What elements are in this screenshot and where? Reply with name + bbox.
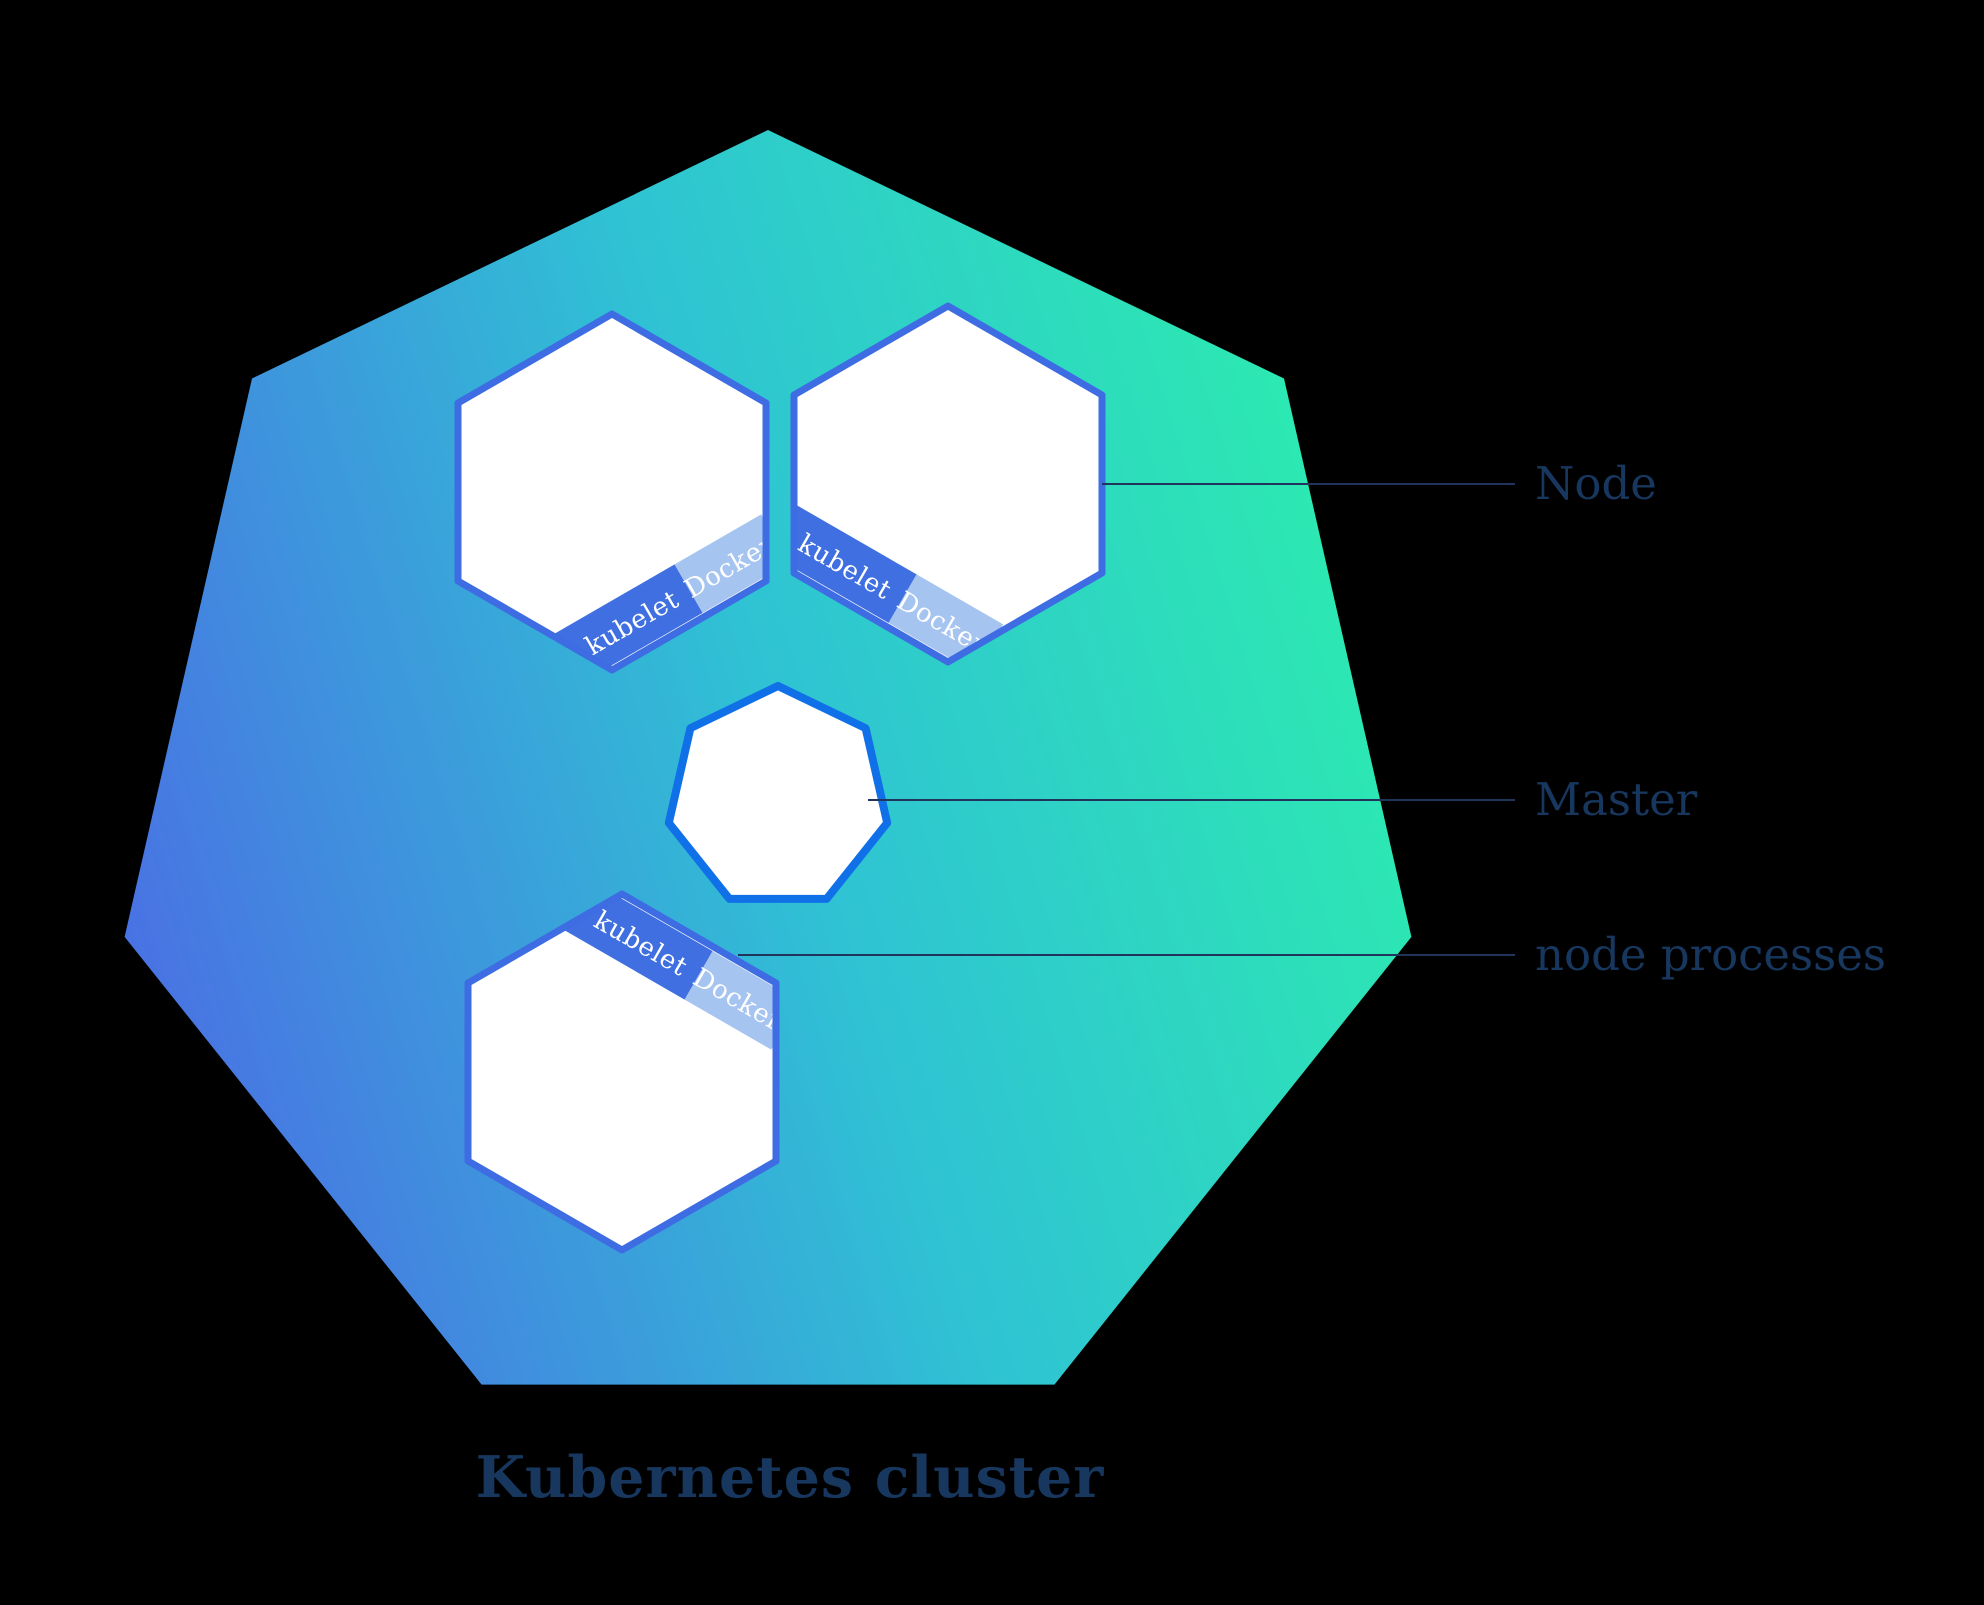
docker-band-segment	[674, 514, 766, 613]
node-hexagon-bottom: kubelet Docker	[464, 890, 780, 1254]
kubelet-band-segment	[794, 482, 917, 623]
node-hexagon-outline	[790, 302, 1106, 666]
master-heptagon	[664, 682, 892, 903]
node-hexagon-outline	[464, 890, 780, 1254]
master-label: Master	[1535, 773, 1698, 826]
cluster-title: Kubernetes cluster	[476, 1444, 1105, 1511]
docker-band-segment	[684, 951, 776, 1050]
node-processes-label: node processes	[1535, 928, 1886, 981]
master-heptagon-body	[664, 682, 892, 903]
node-label: Node	[1535, 457, 1657, 510]
node-hexagon-outline	[454, 310, 770, 674]
